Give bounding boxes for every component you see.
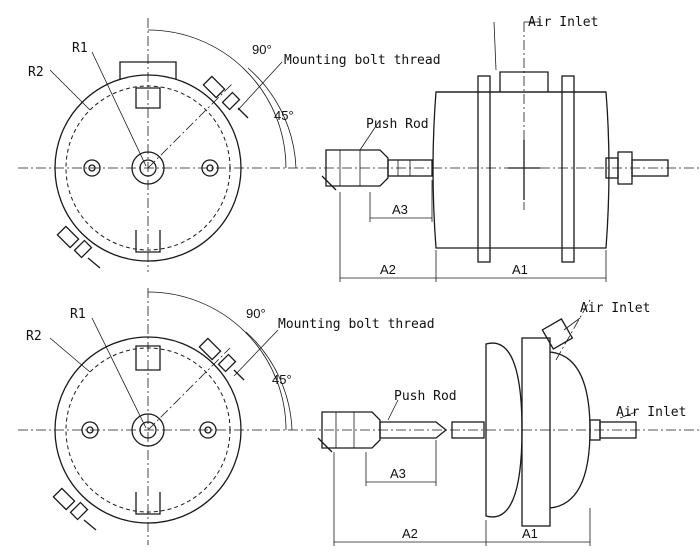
bottom-push-rod (379, 421, 448, 439)
top-upper-slot (135, 87, 161, 109)
top-housing-body (432, 91, 610, 249)
bottom-air-inlet-top-label: Air Inlet (580, 301, 650, 316)
bottom-a2-label: A2 (402, 526, 418, 541)
top-a2-label: A2 (380, 262, 396, 277)
top-rear-stud (631, 159, 669, 177)
bottom-push-rod-label: Push Rod (394, 389, 457, 404)
top-right-hole-center (206, 164, 214, 172)
bottom-clevis (321, 411, 381, 449)
top-clamp-band-left (477, 75, 491, 263)
bottom-r1-label: R1 (70, 307, 86, 322)
bottom-angle-45-arc (245, 331, 293, 431)
bottom-right-hole-center (204, 426, 212, 434)
bottom-side-view: Air Inlet Air Inlet Push Rod A3 A2 A1 (317, 299, 686, 546)
bottom-r1-leader (91, 317, 147, 429)
top-right-hole (201, 159, 219, 177)
bottom-push-rod-extension (451, 421, 485, 439)
bottom-a1-label: A1 (522, 526, 538, 541)
top-clamp-bolt-left (56, 225, 101, 269)
top-clevis (325, 149, 389, 187)
bottom-clamp-bolt-right (198, 337, 245, 381)
bottom-hub-inner (139, 421, 157, 439)
top-r2-label: R2 (28, 65, 44, 80)
top-mounting-bolt-label: Mounting bolt thread (284, 53, 441, 68)
bottom-r2-leader (49, 337, 91, 373)
top-angle-45-label: 45° (274, 108, 294, 123)
top-left-hole-center (88, 164, 96, 172)
bottom-housing-inner-circle (65, 347, 231, 513)
top-front-view: R1 R2 90° 45° Mounting bolt thread (18, 18, 700, 272)
top-r2-leader (49, 69, 91, 111)
top-left-hole (83, 159, 101, 177)
top-r1-leader (91, 51, 147, 167)
top-angle-90-arc (147, 29, 287, 169)
top-hub-inner (139, 159, 157, 177)
top-upper-bracket (119, 61, 177, 80)
bottom-hub-outer (131, 413, 165, 447)
bottom-lower-slot (135, 492, 161, 515)
bottom-a3-label: A3 (390, 466, 406, 481)
bottom-housing-flange (521, 337, 551, 527)
top-45-ref-line (147, 83, 233, 169)
top-diaphragm-cross (508, 140, 540, 200)
bottom-angle-90-label: 90° (246, 306, 266, 321)
top-push-rod-label: Push Rod (366, 117, 429, 132)
bottom-air-inlet-side-label: Air Inlet (616, 405, 686, 420)
bottom-housing-outer-circle (54, 336, 242, 524)
bottom-angle-90-arc (147, 291, 287, 431)
bottom-r2-label: R2 (26, 329, 42, 344)
top-side-view: Air Inlet Push Rod A3 A2 A1 (321, 15, 669, 282)
top-air-inlet-label: Air Inlet (528, 15, 598, 30)
bottom-rear-stud (599, 421, 637, 439)
top-mounting-leader (237, 61, 283, 111)
top-angle-90-label: 90° (252, 42, 272, 57)
bottom-air-inlet-port (541, 318, 574, 350)
top-clamp-band-right (561, 75, 575, 263)
bottom-mounting-leader (233, 329, 279, 377)
bottom-left-hole (81, 421, 99, 439)
top-a3-label: A3 (392, 202, 408, 217)
top-hub-outer (131, 151, 165, 185)
bottom-angle-45-label: 45° (272, 372, 292, 387)
top-housing-outer-circle (54, 74, 242, 262)
bottom-front-view: R1 R2 90° 45° Mounting bolt thread (18, 288, 700, 545)
top-a1-label: A1 (512, 262, 528, 277)
top-clamp-bolt-right (202, 75, 249, 119)
top-housing-inner-circle (65, 85, 231, 251)
bottom-mounting-bolt-label: Mounting bolt thread (278, 317, 435, 332)
top-r1-label: R1 (72, 41, 88, 56)
bottom-left-hole-center (86, 426, 94, 434)
top-lower-slot (135, 230, 161, 253)
bottom-clamp-bolt-left (52, 487, 97, 531)
bottom-upper-slot (135, 345, 161, 371)
top-angle-45-arc (247, 67, 297, 169)
bottom-right-hole (199, 421, 217, 439)
